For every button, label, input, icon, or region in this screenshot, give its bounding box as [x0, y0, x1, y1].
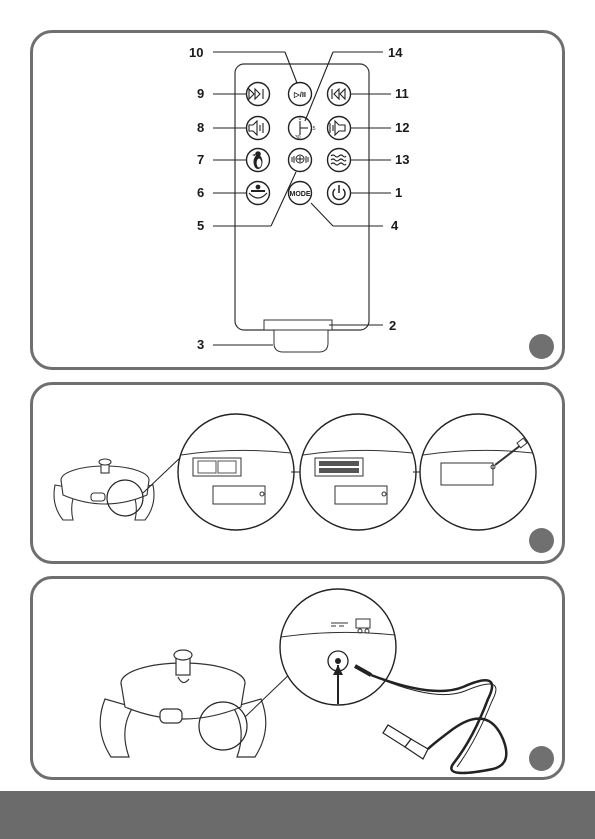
vibration-icon — [292, 155, 308, 163]
callout-8: 8 — [197, 120, 204, 135]
zoom-view-dc-port — [280, 589, 396, 705]
volume-up-button[interactable] — [328, 117, 351, 140]
remote-diagram: ▷/II 0 15 30 — [33, 33, 568, 373]
footer-bar — [0, 791, 595, 839]
callout-9: 9 — [197, 86, 204, 101]
previous-track-button[interactable] — [328, 83, 351, 106]
power-button[interactable] — [328, 182, 351, 205]
callout-12: 12 — [395, 120, 409, 135]
callout-13: 13 — [395, 152, 409, 167]
callout-5: 5 — [197, 218, 204, 233]
zoom-view-screwed — [420, 414, 536, 530]
battery-install-panel — [30, 382, 565, 564]
play-pause-label: ▷/II — [293, 90, 306, 99]
mode-button[interactable]: MODE — [289, 182, 312, 205]
callout-4: 4 — [391, 218, 399, 233]
penguin-button[interactable] — [247, 149, 270, 172]
play-pause-button[interactable]: ▷/II — [289, 83, 312, 106]
rocking-button[interactable] — [247, 182, 270, 205]
timer-mark-right: 15 — [310, 126, 316, 132]
mode-label: MODE — [290, 191, 311, 198]
battery-diagram — [33, 385, 568, 567]
step-indicator-1 — [529, 334, 554, 359]
wave-sound-button[interactable] — [328, 149, 351, 172]
callout-11: 11 — [395, 86, 409, 101]
zoom-view-batteries — [300, 414, 416, 530]
remote-diagram-panel: ▷/II 0 15 30 — [30, 30, 565, 370]
volume-down-button[interactable] — [247, 117, 270, 140]
callout-3: 3 — [197, 337, 204, 352]
usb-plug — [383, 725, 428, 759]
callout-2: 2 — [389, 318, 396, 333]
vibration-button[interactable] — [289, 149, 312, 172]
step-indicator-2 — [529, 528, 554, 553]
device-illustration-large — [100, 650, 266, 757]
timer-mark-top: 0 — [299, 116, 302, 122]
zoom-view-closed — [178, 414, 294, 530]
step-indicator-3 — [529, 746, 554, 771]
device-illustration — [54, 459, 154, 520]
callout-10: 10 — [189, 45, 203, 60]
callout-6: 6 — [197, 185, 204, 200]
callout-1: 1 — [395, 185, 402, 200]
battery-compartment — [264, 320, 332, 330]
usb-power-panel — [30, 576, 565, 780]
timer-mark-bottom: 30 — [295, 135, 301, 141]
callout-14: 14 — [388, 45, 403, 60]
next-track-button[interactable] — [247, 83, 270, 106]
callout-7: 7 — [197, 152, 204, 167]
usb-diagram — [33, 579, 568, 783]
pull-tab — [274, 330, 328, 352]
